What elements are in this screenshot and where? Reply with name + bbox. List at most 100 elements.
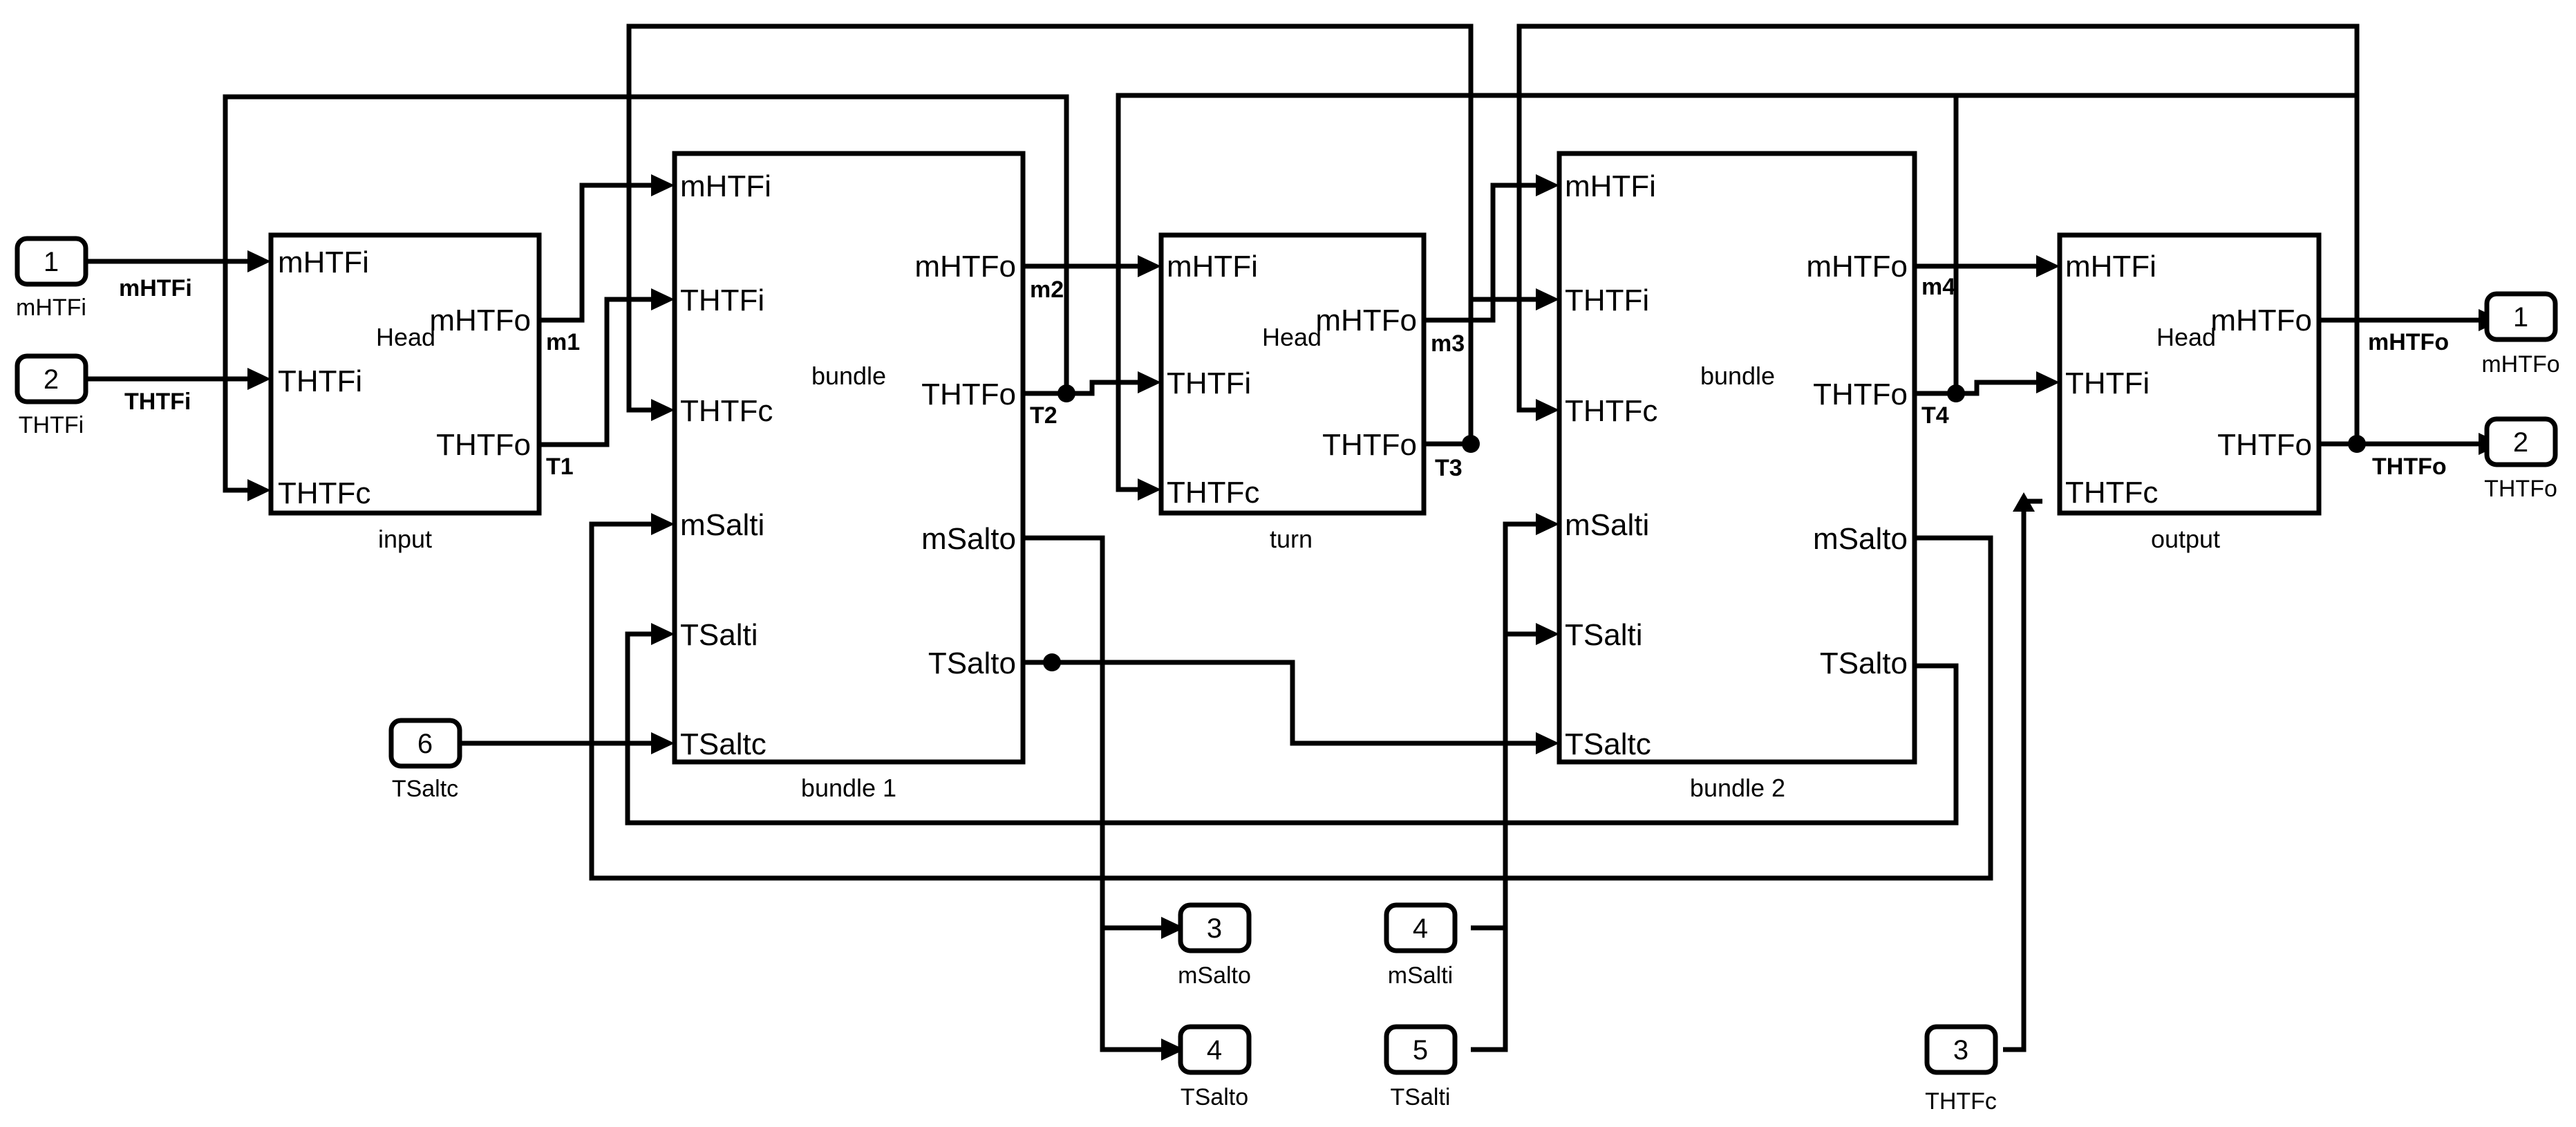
turn-port-mhtfi: mHTFi — [1167, 250, 1258, 283]
outport-2[interactable]: 2 THTFo — [2484, 416, 2558, 502]
bundle1-port-mhtfo: mHTFo — [914, 250, 1016, 283]
arrow-b1-thtfi — [651, 288, 675, 310]
arrow-input-mhtfi — [247, 250, 271, 272]
bundle2-port-mhtfo: mHTFo — [1806, 250, 1908, 283]
outport-1-box[interactable] — [2484, 291, 2558, 342]
input-port-thtfi: THTFi — [278, 364, 362, 398]
inport-5[interactable]: 5 TSalti — [1384, 1024, 1458, 1110]
output-port-mhtfi: mHTFi — [2065, 250, 2156, 283]
block-output-body[interactable] — [2057, 232, 2322, 516]
inport-3-box[interactable] — [1924, 1024, 1998, 1075]
input-port-thtfc: THTFc — [278, 476, 370, 510]
bundle2-port-tsaltc: TSaltc — [1565, 727, 1651, 761]
inport-5-number: 5 — [1413, 1035, 1428, 1065]
inport-2-name: THTFi — [19, 412, 84, 438]
inport-4-box[interactable] — [1384, 902, 1458, 953]
signal-t2: T2 — [1030, 402, 1057, 429]
turn-port-thtfo: THTFo — [1322, 428, 1417, 462]
inport-6[interactable]: 6 TSaltc — [388, 718, 462, 802]
bundle1-inner: bundle — [811, 362, 886, 390]
output-head: Head — [2156, 323, 2216, 351]
outport-4-name: TSalto — [1181, 1084, 1248, 1110]
inport-6-box[interactable] — [388, 718, 462, 769]
output-port-mhtfo: mHTFo — [2210, 304, 2312, 337]
block-bundle1[interactable]: mHTFi THTFi THTFc mSalti TSalti TSaltc b… — [672, 151, 1026, 802]
bundle1-port-mhtfi: mHTFi — [680, 169, 771, 203]
signal-labels: mHTFi THTFi m1 T1 m2 T2 m3 T3 m4 T4 mHTF… — [119, 274, 2449, 481]
junctions — [1043, 384, 2366, 671]
bundle1-port-thtfo: THTFo — [921, 378, 1016, 411]
inport-6-number: 6 — [417, 729, 433, 759]
outport-2-number: 2 — [2513, 427, 2528, 458]
outport-3-box[interactable] — [1178, 902, 1252, 953]
inport-2-number: 2 — [44, 364, 59, 395]
bundle1-label: bundle 1 — [801, 774, 896, 802]
bundle2-port-thtfc: THTFc — [1565, 394, 1657, 428]
block-input[interactable]: mHTFi THTFi THTFc Head mHTFo THTFo input — [268, 232, 542, 553]
arrow-out-mhtfi — [2036, 255, 2060, 277]
arrow-input-thtfc — [247, 479, 271, 501]
arrow-b2-tsalti — [1536, 623, 1559, 645]
output-port-thtfo: THTFo — [2217, 428, 2312, 462]
bundle2-port-msalti: mSalti — [1565, 508, 1649, 542]
outport-4[interactable]: 4 TSalto — [1178, 1024, 1252, 1110]
wire-t3 — [1424, 297, 1543, 447]
inport-5-box[interactable] — [1384, 1024, 1458, 1075]
signal-m3: m3 — [1431, 330, 1465, 357]
wire-tsalti-b1 — [625, 631, 1959, 826]
bundle2-port-msalto: mSalto — [1813, 522, 1908, 556]
inport-4[interactable]: 4 mSalti — [1384, 902, 1458, 989]
wire-tsalti-b2 — [1471, 631, 1543, 1052]
inport-1-box[interactable] — [15, 236, 88, 287]
outport-2-box[interactable] — [2484, 416, 2558, 467]
wire-thtfc-out — [2003, 499, 2042, 1052]
signal-m2: m2 — [1030, 277, 1064, 303]
bundle2-port-thtfi: THTFi — [1565, 283, 1649, 317]
outport-4-number: 4 — [1207, 1035, 1222, 1065]
inport-3-name: THTFc — [1925, 1088, 1997, 1115]
input-head: Head — [376, 323, 435, 351]
inport-3-number: 3 — [1953, 1035, 1968, 1065]
block-bundle2-body[interactable] — [1557, 151, 1917, 765]
signal-m4: m4 — [1921, 274, 1955, 300]
outport-1[interactable]: 1 mHTFo — [2481, 291, 2560, 378]
junction-t2 — [1057, 384, 1075, 402]
block-turn[interactable]: mHTFi THTFi THTFc Head mHTFo THTFo turn — [1158, 232, 1427, 553]
junction-thtfo-out — [2348, 435, 2366, 453]
outport-4-box[interactable] — [1178, 1024, 1252, 1075]
inport-1[interactable]: 1 mHTFi — [15, 236, 88, 321]
outport-3[interactable]: 3 mSalto — [1178, 902, 1252, 989]
inport-5-name: TSalti — [1391, 1084, 1451, 1110]
inport-1-number: 1 — [44, 247, 59, 277]
inport-2-box[interactable] — [15, 353, 88, 404]
bundle1-port-thtfi: THTFi — [680, 283, 764, 317]
signal-t3: T3 — [1435, 455, 1463, 481]
bundle1-port-tsaltc: TSaltc — [680, 727, 767, 761]
block-input-body[interactable] — [268, 232, 542, 516]
block-turn-body[interactable] — [1158, 232, 1427, 516]
inport-6-name: TSaltc — [392, 776, 458, 802]
turn-port-thtfi: THTFi — [1167, 366, 1251, 400]
bundle1-port-tsalti: TSalti — [680, 618, 758, 652]
wire-thtfc-b2 — [1516, 24, 2360, 444]
wire-thtfc-b1 — [626, 24, 1474, 444]
outport-3-number: 3 — [1207, 913, 1222, 944]
wire-msalti-b1 — [589, 521, 1993, 881]
arrowheads — [247, 174, 2502, 1061]
arrow-b2-msalti — [1536, 513, 1559, 535]
wire-msalto-out — [1023, 535, 1168, 1052]
arrow-b1-msalti — [651, 513, 675, 535]
turn-head: Head — [1262, 323, 1322, 351]
inport-4-number: 4 — [1413, 913, 1428, 944]
arrow-out-thtfc — [2013, 492, 2035, 512]
bundle2-label: bundle 2 — [1690, 774, 1785, 802]
inport-2[interactable]: 2 THTFi — [15, 353, 88, 438]
block-bundle2[interactable]: mHTFi THTFi THTFc mSalti TSalti TSaltc b… — [1557, 151, 1917, 802]
inport-3[interactable]: 3 THTFc — [1924, 1024, 1998, 1115]
block-bundle1-body[interactable] — [672, 151, 1026, 765]
wire-m1 — [539, 183, 658, 323]
inport-1-name: mHTFi — [16, 295, 86, 321]
block-output[interactable]: mHTFi THTFi THTFc Head mHTFo THTFo outpu… — [2057, 232, 2322, 553]
turn-port-thtfc: THTFc — [1167, 476, 1259, 510]
